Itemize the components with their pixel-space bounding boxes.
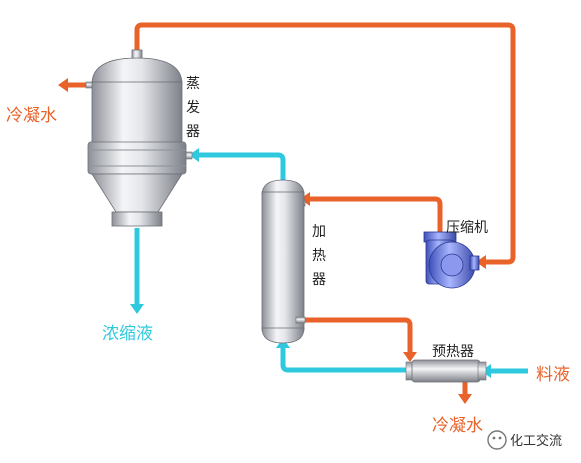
watermark-text: 化工交流 (510, 433, 562, 449)
heater-vessel (261, 179, 306, 344)
label-feed: 料液 (536, 365, 570, 385)
arrow-concentrate (130, 304, 144, 314)
wechat-icon (487, 430, 507, 450)
arrow-to-preheater (403, 352, 417, 362)
label-heater: 加热器 (312, 224, 326, 288)
label-evaporator: 蒸发器 (186, 76, 200, 140)
arrow-condensate-bottom (458, 394, 472, 404)
label-preheater: 预热器 (432, 344, 474, 360)
steam-lines (67, 22, 516, 395)
heater-condensate-line (305, 317, 413, 355)
label-condensate-top: 冷凝水 (6, 106, 57, 126)
watermark: 化工交流 (487, 430, 562, 450)
preheater-vessel (405, 359, 487, 383)
arrow-into-evaporator (189, 148, 199, 162)
label-compressor: 压缩机 (446, 220, 488, 236)
evaporator-vessel (85, 49, 193, 227)
heated-liquid-line (195, 152, 286, 185)
compressor-machine (423, 231, 480, 289)
liquid-lines (134, 152, 528, 374)
vapor-line-to-compressor (134, 22, 516, 265)
label-concentrate: 浓缩液 (102, 324, 153, 344)
label-condensate-bottom: 冷凝水 (432, 416, 483, 436)
preheated-liquid-line (280, 345, 410, 373)
steam-arrows (58, 78, 486, 404)
arrow-condensate-top (58, 78, 68, 92)
arrow-to-heater (300, 192, 310, 206)
compressed-vapor-line (305, 196, 443, 233)
arrow-to-compressor (476, 255, 486, 269)
